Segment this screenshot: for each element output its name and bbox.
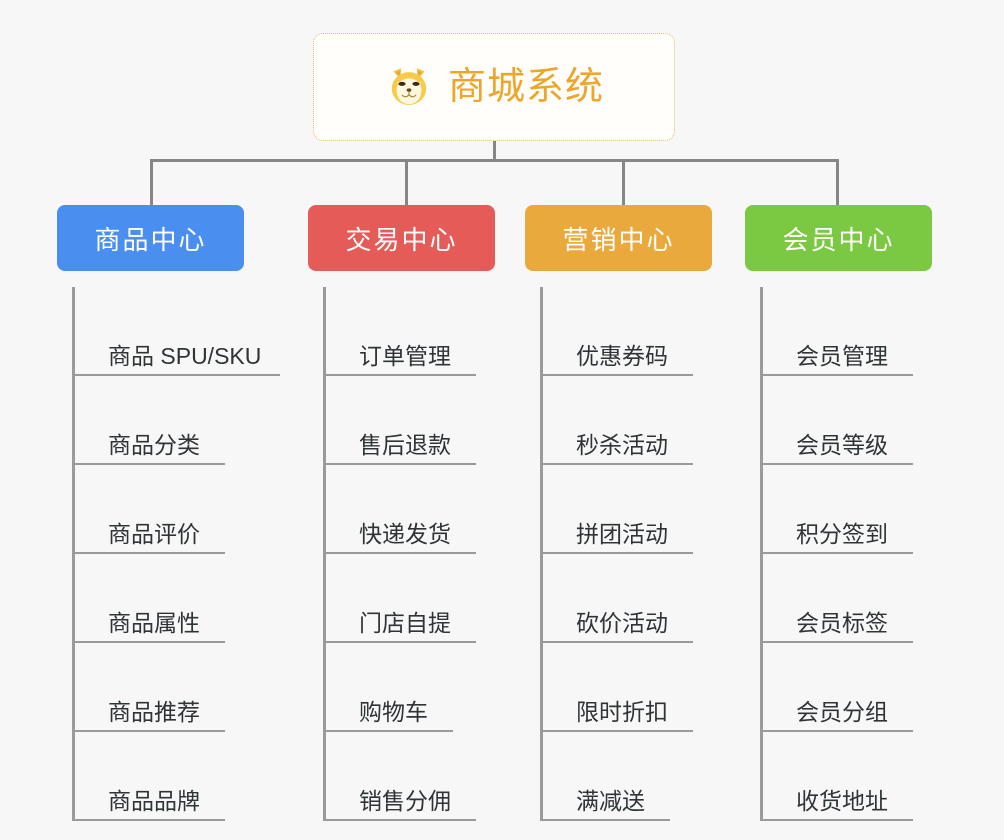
leaf-rule [543,552,693,554]
branch-marketing-center: 营销中心 优惠券码 秒杀活动 拼团活动 砍价活动 限时折扣 [525,205,745,837]
leaf-rule [326,552,476,554]
category-box-member-center[interactable]: 会员中心 [745,205,932,271]
connector-drop-member-center [836,159,839,207]
list-item[interactable]: 满减送 [543,732,745,821]
list-item[interactable]: 会员管理 [763,287,965,376]
leaf-rule [326,374,476,376]
leaf-rule [763,374,913,376]
list-item[interactable]: 拼团活动 [543,465,745,554]
list-item[interactable]: 商品分类 [75,376,302,465]
leaf-rule [75,641,225,643]
leaf-label: 会员分组 [796,699,888,726]
list-item[interactable]: 会员分组 [763,643,965,732]
leaf-label: 销售分佣 [359,788,451,815]
leaf-rule [763,641,913,643]
list-item[interactable]: 商品品牌 [75,732,302,821]
list-item[interactable]: 会员标签 [763,554,965,643]
leaf-rule [326,641,476,643]
branch-product-center: 商品中心 商品 SPU/SKU 商品分类 商品评价 商品属性 商品推荐 [57,205,302,837]
list-item[interactable]: 销售分佣 [326,732,528,821]
leaf-label: 砍价活动 [576,610,668,637]
leaf-list-trade-center: 订单管理 售后退款 快递发货 门店自提 购物车 销售分佣 [323,287,528,821]
leaf-rule [75,374,280,376]
leaf-rule [763,463,913,465]
leaf-list-member-center: 会员管理 会员等级 积分签到 会员标签 会员分组 收货地址 [760,287,965,821]
list-item[interactable]: 订单管理 [326,287,528,376]
leaf-rule [543,374,693,376]
leaf-label: 购物车 [359,699,428,726]
shiba-dog-face-icon [384,62,434,112]
connector-drop-marketing-center [622,159,625,207]
leaf-rule [75,730,225,732]
leaf-label: 满减送 [576,788,645,815]
leaf-rule [543,730,693,732]
leaf-rule [326,463,476,465]
leaf-rule [763,730,913,732]
list-item[interactable]: 商品推荐 [75,643,302,732]
branch-member-center: 会员中心 会员管理 会员等级 积分签到 会员标签 会员分组 [745,205,965,837]
leaf-label: 商品 SPU/SKU [108,343,262,370]
list-item[interactable]: 快递发货 [326,465,528,554]
leaf-rule [326,730,453,732]
category-box-trade-center[interactable]: 交易中心 [308,205,495,271]
list-item[interactable]: 收货地址 [763,732,965,821]
list-item[interactable]: 积分签到 [763,465,965,554]
leaf-rule [543,641,693,643]
list-item[interactable]: 售后退款 [326,376,528,465]
leaf-label: 拼团活动 [576,521,668,548]
leaf-rule [543,463,693,465]
leaf-label: 积分签到 [796,521,888,548]
leaf-rule [543,819,670,821]
list-item[interactable]: 购物车 [326,643,528,732]
list-item[interactable]: 门店自提 [326,554,528,643]
leaf-label: 商品属性 [108,610,200,637]
leaf-label: 快递发货 [359,521,451,548]
leaf-label: 商品品牌 [108,788,200,815]
category-label: 商品中心 [94,224,207,255]
category-label: 交易中心 [345,224,458,255]
leaf-label: 商品评价 [108,521,200,548]
connector-horizontal-bus [150,159,839,162]
list-item[interactable]: 商品评价 [75,465,302,554]
leaf-rule [75,819,225,821]
list-item[interactable]: 会员等级 [763,376,965,465]
leaf-rule [75,552,225,554]
list-item[interactable]: 商品 SPU/SKU [75,287,302,376]
leaf-list-marketing-center: 优惠券码 秒杀活动 拼团活动 砍价活动 限时折扣 满减送 [540,287,745,821]
leaf-label: 售后退款 [359,432,451,459]
root-node-mall-system[interactable]: 商城系统 [313,33,675,141]
leaf-label: 限时折扣 [576,699,668,726]
leaf-label: 门店自提 [359,610,451,637]
leaf-rule [75,463,225,465]
leaf-list-product-center: 商品 SPU/SKU 商品分类 商品评价 商品属性 商品推荐 商品品牌 [72,287,302,821]
category-label: 会员中心 [782,224,895,255]
category-box-product-center[interactable]: 商品中心 [57,205,244,271]
leaf-label: 订单管理 [359,343,451,370]
connector-root-vertical [493,141,496,161]
leaf-rule [763,819,913,821]
leaf-label: 商品推荐 [108,699,200,726]
leaf-label: 优惠券码 [576,343,668,370]
list-item[interactable]: 优惠券码 [543,287,745,376]
list-item[interactable]: 商品属性 [75,554,302,643]
leaf-label: 收货地址 [796,788,888,815]
list-item[interactable]: 砍价活动 [543,554,745,643]
list-item[interactable]: 秒杀活动 [543,376,745,465]
leaf-label: 会员等级 [796,432,888,459]
leaf-rule [763,552,913,554]
leaf-label: 商品分类 [108,432,200,459]
leaf-label: 会员标签 [796,610,888,637]
leaf-label: 会员管理 [796,343,888,370]
branch-trade-center: 交易中心 订单管理 售后退款 快递发货 门店自提 购物车 [308,205,528,837]
leaf-label: 秒杀活动 [576,432,668,459]
connector-drop-trade-center [405,159,408,207]
category-label: 营销中心 [562,224,675,255]
list-item[interactable]: 限时折扣 [543,643,745,732]
connector-drop-product-center [150,159,153,207]
root-title: 商城系统 [447,66,604,108]
category-box-marketing-center[interactable]: 营销中心 [525,205,712,271]
leaf-rule [326,819,476,821]
